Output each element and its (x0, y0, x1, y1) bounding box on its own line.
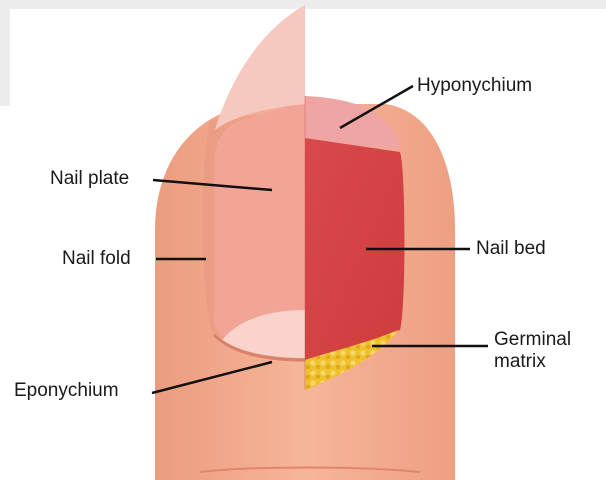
label-nail-bed: Nail bed (476, 238, 546, 260)
label-nail-fold: Nail fold (62, 248, 131, 270)
label-hyponychium: Hyponychium (417, 75, 532, 97)
label-germinal-line2: matrix (494, 351, 571, 373)
label-germinal-matrix: Germinal matrix (494, 329, 571, 373)
label-nail-plate: Nail plate (50, 168, 129, 190)
label-germinal-line1: Germinal (494, 329, 571, 351)
label-eponychium: Eponychium (14, 380, 119, 402)
frame-left (0, 0, 10, 106)
